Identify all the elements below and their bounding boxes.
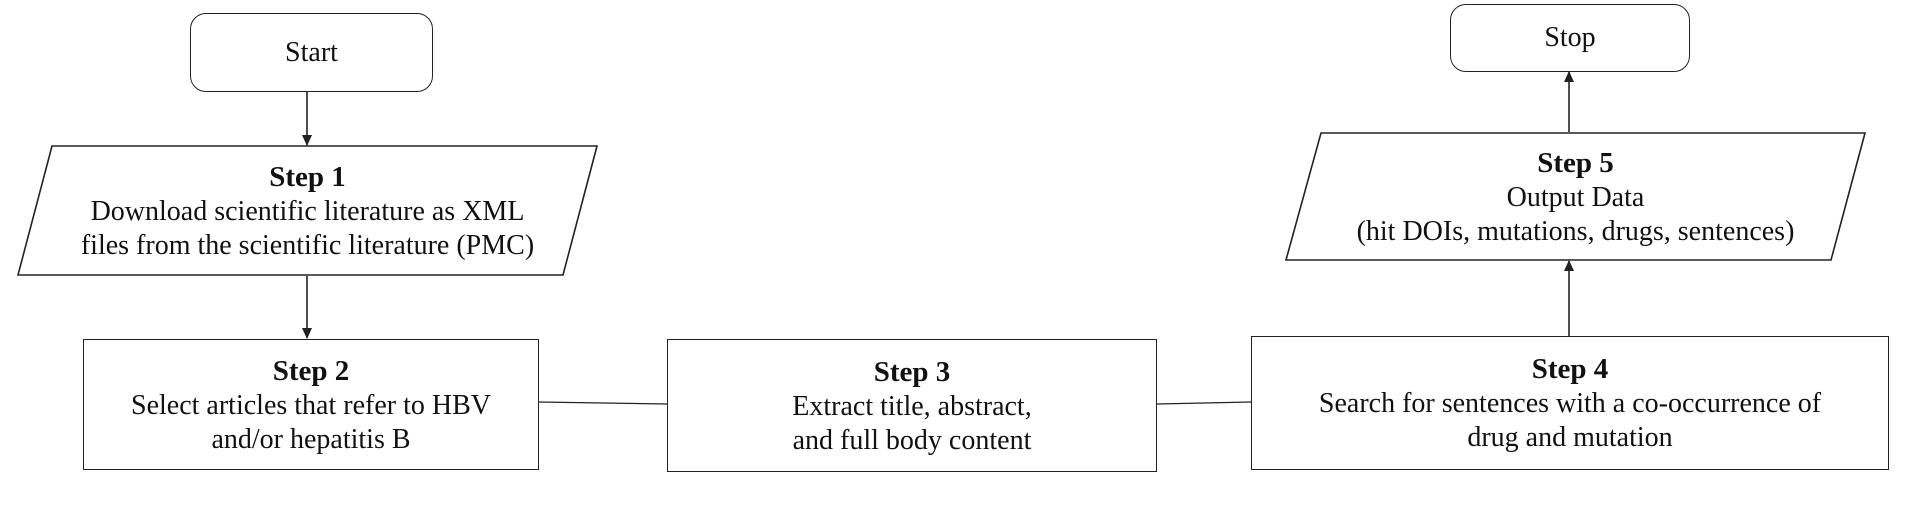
step1-line-1: Download scientific literature as XML [90, 195, 525, 227]
connector-step2-to-step3 [537, 401, 668, 405]
step1-shape [16, 145, 599, 276]
stop-label: Stop [1544, 22, 1596, 53]
step4-box: Step 4 Search for sentences with a co-oc… [1251, 336, 1889, 470]
step4-line-1: Search for sentences with a co-occurrenc… [1318, 388, 1822, 419]
step3-title: Step 3 [873, 355, 951, 388]
step3-line-2: and full body content [792, 424, 1032, 456]
step3-box: Step 3 Extract title, abstract, and full… [667, 339, 1157, 472]
start-label: Start [285, 36, 338, 68]
step5-text: Step 5 Output Data (hit DOIs, mutations,… [1303, 133, 1848, 260]
step5-title: Step 5 [1537, 146, 1614, 179]
step2-box: Step 2 Select articles that refer to HBV… [83, 339, 539, 470]
step1-line-2: files from the scientific literature (PM… [80, 229, 535, 261]
step5-line-1: Output Data [1506, 181, 1645, 213]
step2-line-1: Select articles that refer to HBV [131, 389, 491, 421]
step5-line-2: (hit DOIs, mutations, drugs, sentences) [1356, 215, 1795, 247]
step3-line-1: Extract title, abstract, [792, 390, 1032, 422]
step1-text: Step 1 Download scientific literature as… [40, 146, 575, 275]
stop-terminal: Stop [1450, 4, 1690, 72]
step4-title: Step 4 [1531, 353, 1609, 385]
connector-step3-to-step4 [1156, 401, 1252, 405]
step1-title: Step 1 [269, 160, 346, 193]
start-terminal: Start [190, 13, 433, 92]
step2-title: Step 2 [272, 354, 350, 387]
step2-line-2: and/or hepatitis B [211, 423, 411, 455]
step4-line-2: drug and mutation [1467, 422, 1673, 453]
step5-shape [1284, 132, 1867, 261]
